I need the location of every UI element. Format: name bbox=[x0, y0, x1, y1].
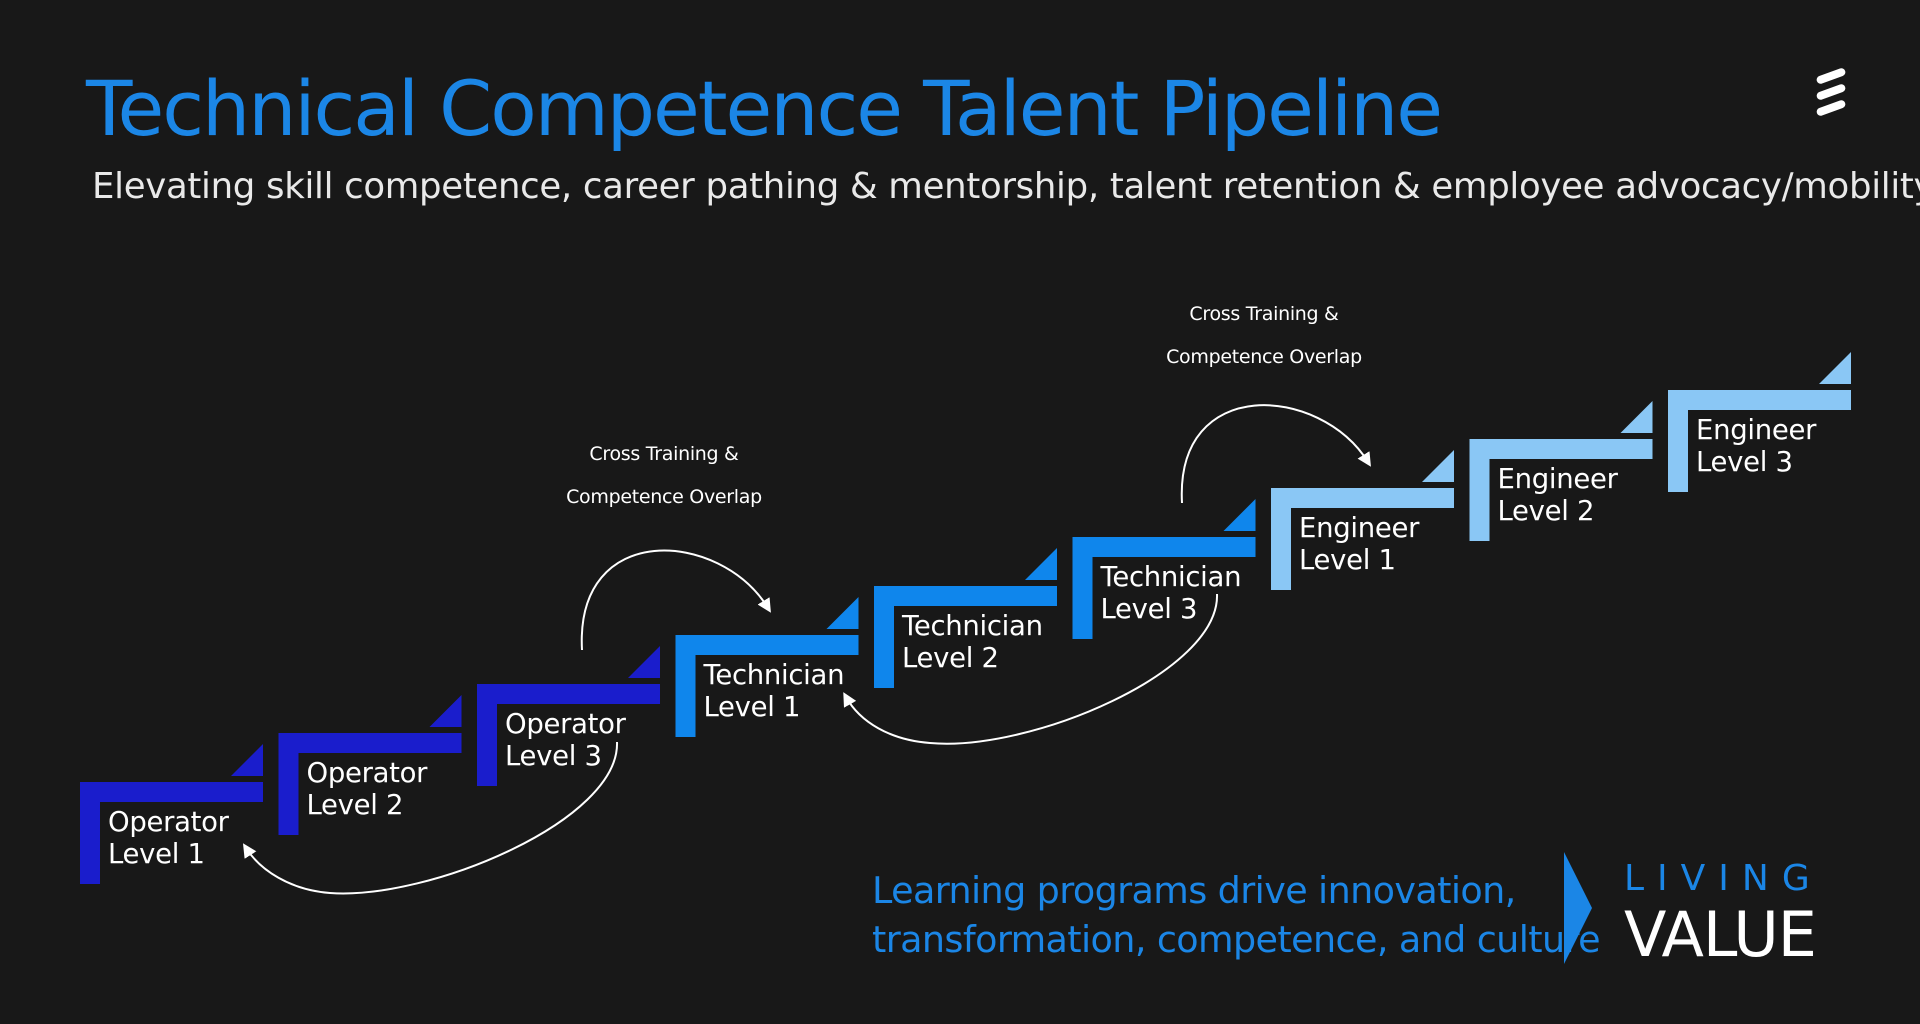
step-level: Level 2 bbox=[1497, 495, 1595, 527]
step-bracket bbox=[1072, 537, 1256, 639]
cross-training-label-1: Cross Training & Competence Overlap bbox=[566, 443, 762, 508]
ericsson-logo-icon bbox=[1816, 68, 1846, 116]
step-corner-triangle bbox=[1025, 548, 1057, 580]
step-technician-5 bbox=[874, 548, 1057, 688]
step-corner-triangle bbox=[1819, 352, 1851, 384]
cross-training-label-2: Cross Training & Competence Overlap bbox=[1166, 303, 1362, 368]
step-level: Level 1 bbox=[108, 838, 205, 870]
step-corner-triangle bbox=[429, 695, 462, 727]
step-title: Engineer bbox=[1696, 414, 1817, 446]
step-level: Level 3 bbox=[1696, 446, 1793, 478]
step-operator-2 bbox=[278, 695, 462, 835]
step-level: Level 2 bbox=[902, 642, 999, 674]
step-technician-4 bbox=[675, 597, 859, 737]
cross-training-arrow-lower-1 bbox=[242, 741, 619, 895]
step-bracket bbox=[1668, 390, 1851, 492]
cross-training-arrow-upper-2 bbox=[1180, 404, 1371, 504]
tagline-line-1: Learning programs drive innovation, bbox=[872, 869, 1516, 912]
step-operator-3 bbox=[477, 646, 660, 786]
step-title: Engineer bbox=[1299, 512, 1420, 544]
step-engineer-7 bbox=[1271, 450, 1454, 590]
step-corner-triangle bbox=[826, 597, 859, 629]
step-title: Operator bbox=[505, 708, 626, 740]
step-level: Level 2 bbox=[306, 789, 404, 821]
step-corner-triangle bbox=[231, 744, 263, 776]
step-engineer-9 bbox=[1668, 352, 1851, 492]
step-bracket bbox=[477, 684, 660, 786]
step-bracket bbox=[1271, 488, 1454, 590]
step-engineer-8 bbox=[1469, 401, 1653, 541]
step-title: Engineer bbox=[1497, 463, 1618, 495]
step-corner-triangle bbox=[1620, 401, 1653, 433]
step-bracket bbox=[675, 635, 859, 737]
step-corner-triangle bbox=[1422, 450, 1454, 482]
step-corner-triangle bbox=[1223, 499, 1256, 531]
page-subtitle: Elevating skill competence, career pathi… bbox=[92, 166, 1920, 207]
chevron-right-icon bbox=[1564, 852, 1592, 964]
step-title: Technician bbox=[902, 610, 1043, 642]
brand-value: VALUE bbox=[1624, 898, 1817, 971]
brand-living: LIVING bbox=[1624, 858, 1823, 899]
page-title: Technical Competence Talent Pipeline bbox=[86, 64, 1443, 153]
step-level: Level 3 bbox=[1100, 593, 1198, 625]
step-bracket bbox=[1469, 439, 1653, 541]
step-level: Level 1 bbox=[1299, 544, 1396, 576]
step-title: Technician bbox=[1100, 561, 1242, 593]
step-technician-6 bbox=[1072, 499, 1256, 639]
step-level: Level 1 bbox=[703, 691, 801, 723]
step-bracket bbox=[278, 733, 462, 835]
step-title: Operator bbox=[306, 757, 428, 789]
tagline: Learning programs drive innovation, tran… bbox=[872, 866, 1601, 964]
tagline-line-2: transformation, competence, and culture bbox=[872, 918, 1601, 961]
step-bracket bbox=[874, 586, 1057, 688]
step-title: Technician bbox=[703, 659, 845, 691]
cross-training-arrow-lower-2 bbox=[843, 593, 1219, 745]
step-operator-1 bbox=[80, 744, 263, 884]
step-bracket bbox=[80, 782, 263, 884]
step-level: Level 3 bbox=[505, 740, 602, 772]
cross-training-arrow-upper-1 bbox=[580, 549, 771, 651]
step-title: Operator bbox=[108, 806, 229, 838]
step-corner-triangle bbox=[628, 646, 660, 678]
